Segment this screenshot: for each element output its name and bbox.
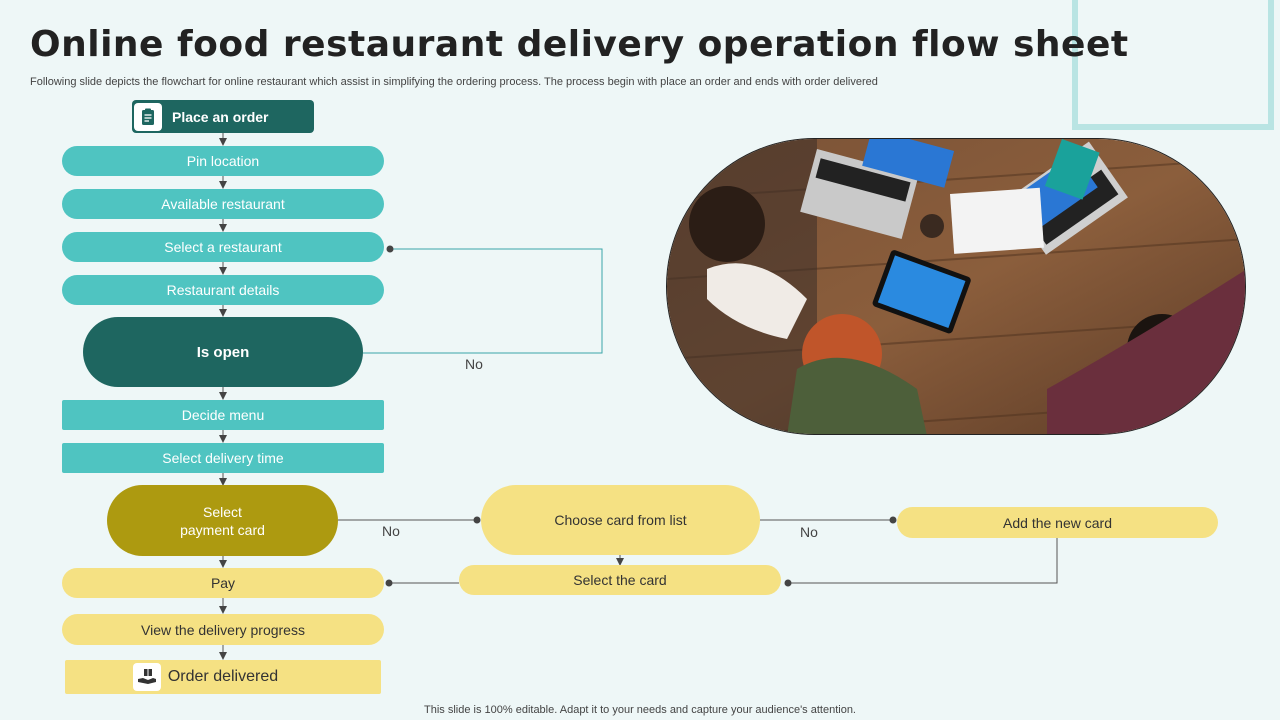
decision-is-open: Is open [83, 317, 363, 387]
clipboard-icon [134, 103, 162, 131]
step-order-delivered: Order delivered [65, 660, 381, 694]
footer-note: This slide is 100% editable. Adapt it to… [424, 704, 856, 716]
step-select-delivery-time: Select delivery time [62, 443, 384, 473]
step-decide-menu: Decide menu [62, 400, 384, 430]
step-select-card: Select the card [459, 565, 781, 595]
step-add-new-card: Add the new card [897, 507, 1218, 538]
decorative-frame [1072, 0, 1274, 130]
loop-is-open-no [363, 248, 603, 354]
decision-select-payment-card-line2: payment card [180, 521, 265, 538]
page-subtitle: Following slide depicts the flowchart fo… [30, 76, 878, 88]
step-select-restaurant: Select a restaurant [62, 232, 384, 262]
step-available-restaurant: Available restaurant [62, 189, 384, 219]
step-pin-location: Pin location [62, 146, 384, 176]
decision-choose-card: Choose card from list [481, 485, 760, 555]
step-pay: Pay [62, 568, 384, 598]
no-label-choose-card: No [800, 524, 818, 540]
step-view-delivery-progress: View the delivery progress [62, 614, 384, 645]
step-restaurant-details: Restaurant details [62, 275, 384, 305]
step-place-order: Place an order [132, 100, 314, 133]
decision-select-payment-card-line1: Select [203, 503, 242, 520]
page-title: Online food restaurant delivery operatio… [30, 24, 1129, 65]
delivery-box-hand-icon [133, 663, 161, 691]
no-label-is-open: No [465, 356, 483, 372]
no-label-payment: No [382, 523, 400, 539]
decision-select-payment-card: Select payment card [107, 485, 338, 556]
line-add-to-select-card [788, 538, 1058, 584]
step-place-order-label: Place an order [172, 108, 269, 125]
team-photo [666, 138, 1246, 435]
